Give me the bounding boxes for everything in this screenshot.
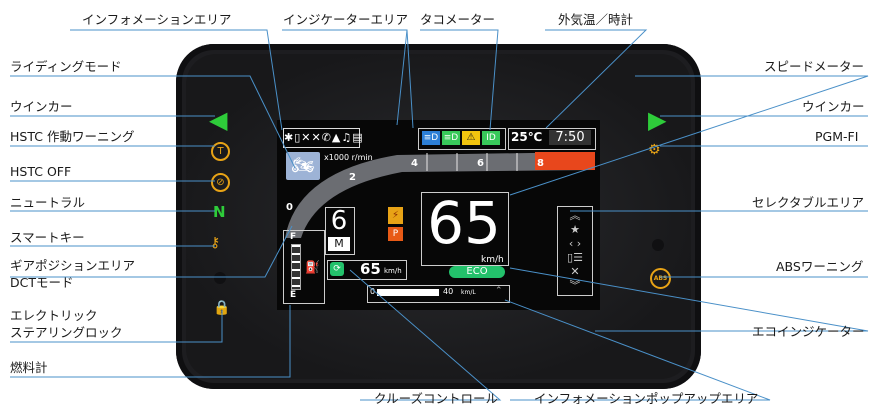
label-turn-signal-right: ウインカー xyxy=(802,99,865,114)
label-abs-warning: ABSワーニング xyxy=(776,259,864,274)
tachometer-redzone xyxy=(535,152,595,170)
warning-icon: ⚠ xyxy=(462,131,480,145)
selectable-area: ︽★‹ ›▯☰✕︾ xyxy=(557,206,593,296)
temperature: 25℃ xyxy=(511,130,543,144)
tachometer-band xyxy=(285,152,595,238)
dct-mode: M xyxy=(328,237,350,251)
label-turn-signal-left: ウインカー xyxy=(10,99,73,114)
hstc-off-icon: ⊘ xyxy=(211,173,230,192)
speed-value: 65 xyxy=(427,189,501,257)
tacho-tick-8: 8 xyxy=(537,158,544,169)
label-riding-mode: ライディングモード xyxy=(10,59,122,74)
label-indicator-area: インジケーターエリア xyxy=(283,12,409,27)
parking-icon: P xyxy=(388,227,403,241)
cruise-box xyxy=(327,260,407,280)
label-selectable-area: セレクタブルエリア xyxy=(752,195,865,210)
label-info-popup: インフォメーションポップアップエリア xyxy=(534,391,759,406)
tacho-tick-6: 6 xyxy=(477,158,484,169)
indicator-group xyxy=(418,128,506,150)
hstc-screen-icon: ⚡ xyxy=(388,207,403,224)
gear-position-box xyxy=(325,207,355,255)
fuel-pump-icon: ⛽ xyxy=(305,260,320,274)
label-hstc-warning: HSTC 作動ワーニング xyxy=(10,129,135,144)
label-speedometer: スピードメーター xyxy=(764,59,865,74)
steering-lock-icon: 🔒 xyxy=(213,300,231,316)
speed-unit: km/h xyxy=(481,255,504,265)
label-neutral: ニュートラル xyxy=(10,195,86,210)
riding-mode-icon: 🏍 xyxy=(286,152,320,180)
popup-max: 40 xyxy=(443,287,454,296)
popup-min: 0 xyxy=(370,287,376,296)
clock: 7:50 xyxy=(549,130,591,145)
label-electric-lock-1: エレクトリック xyxy=(10,308,98,323)
tacho-unit: x1000 r/min xyxy=(324,153,373,162)
tacho-tick-2: 2 xyxy=(349,172,356,183)
fuel-bar xyxy=(291,244,301,290)
gear-position: 6 xyxy=(330,206,348,236)
tft-display: ✱▯✕✕✆▲♫▤ 🏍 x1000 r/min ≡D ≡D ⚠ ID 25℃ 7:… xyxy=(277,120,600,310)
label-smart-key: スマートキー xyxy=(10,230,85,245)
tacho-tick-4: 4 xyxy=(411,158,418,169)
label-info-area: インフォメーションエリア xyxy=(82,12,232,27)
cruise-icon: ⟳ xyxy=(330,262,344,276)
right-turn-signal-icon: ▶ xyxy=(648,106,667,134)
cruise-indicator-icon: ID xyxy=(482,131,500,145)
cruise-unit: km/h xyxy=(384,267,402,275)
label-cruise-control: クルーズコントロール xyxy=(374,391,499,406)
label-dct-mode: DCTモード xyxy=(10,275,74,290)
hstc-warning-icon: T xyxy=(211,142,230,161)
left-turn-signal-icon: ◀ xyxy=(209,106,228,134)
label-hstc-off: HSTC OFF xyxy=(10,164,72,179)
fuel-gauge xyxy=(283,230,325,304)
info-popup xyxy=(367,285,510,303)
label-eco-indicator: エコインジケーター xyxy=(752,324,865,339)
smart-key-icon: ⚷ xyxy=(210,235,221,251)
housing-dot-left xyxy=(214,272,226,284)
abs-warning-icon: ABS xyxy=(650,268,671,289)
eco-indicator: ECO xyxy=(449,266,505,278)
housing-dot-right xyxy=(652,239,664,251)
label-pgm-fi: PGM-FI xyxy=(815,129,859,144)
label-gear-position: ギアポジションエリア xyxy=(10,258,136,273)
fuel-empty-label: E xyxy=(290,290,297,300)
label-tachometer: タコメーター xyxy=(420,12,496,27)
cruise-speed: 65 xyxy=(360,260,381,278)
info-icon-row: ✱▯✕✕✆▲♫▤ xyxy=(283,128,363,148)
popup-unit: km/L xyxy=(461,289,476,296)
fog-light-icon: ≡D xyxy=(442,131,460,145)
tacho-tick-0: 0 xyxy=(286,202,293,213)
popup-bar xyxy=(377,289,439,296)
label-electric-lock-2: ステアリングロック xyxy=(10,325,123,340)
fuel-full-label: F xyxy=(290,232,297,242)
label-ambient-clock: 外気温／時計 xyxy=(558,12,634,27)
neutral-indicator: N xyxy=(213,203,226,221)
high-beam-icon: ≡D xyxy=(422,131,440,145)
popup-chevron-icon: ⌃ xyxy=(495,286,503,296)
label-fuel-gauge: 燃料計 xyxy=(10,360,48,375)
speed-box xyxy=(421,192,509,266)
ambient-clock-box xyxy=(508,128,596,150)
